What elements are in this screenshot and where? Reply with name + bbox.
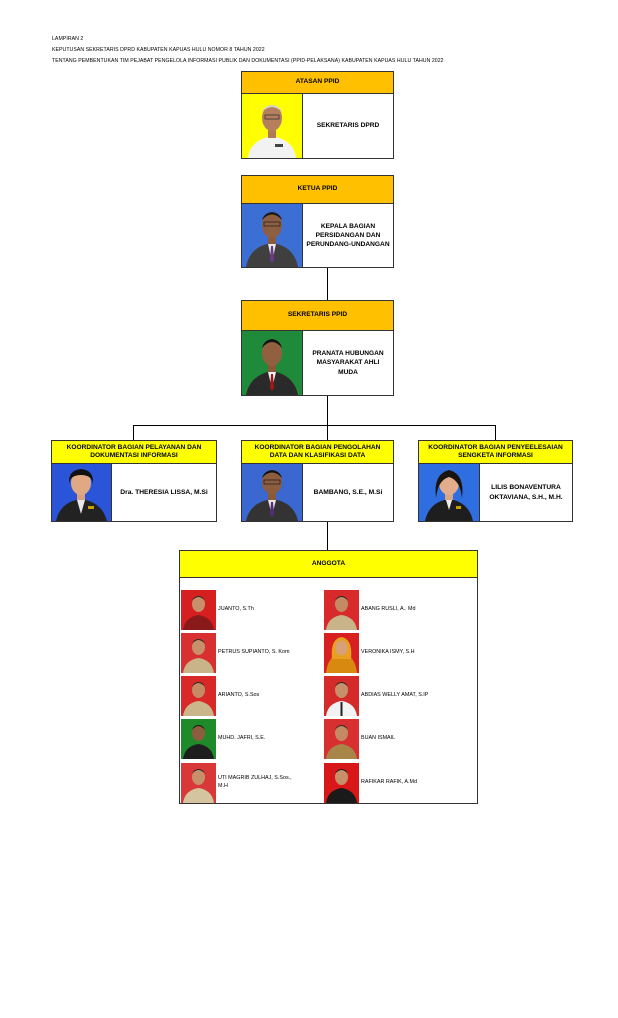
atasan-ppid-title: ATASAN PPID: [242, 72, 393, 94]
member-photo: [324, 719, 359, 759]
sekretaris-role: PRANATA HUBUNGAN MASYARAKAT AHLI MUDA: [302, 331, 393, 395]
koordinator-pengolahan-photo: [242, 464, 302, 521]
member-name: VERONIKA ISMY, S.H: [361, 649, 415, 655]
koordinator-pelayanan-name: Dra. THERESIA LISSA, M.Si: [111, 464, 216, 521]
ketua-role: KEPALA BAGIAN PERSIDANGAN DAN PERUNDANG-…: [302, 204, 393, 267]
member-name: PETRUS SUPIANTO, S. Kom: [218, 649, 290, 655]
member-photo: [181, 719, 216, 759]
member-photo: [324, 590, 359, 630]
sekretaris-ppid-title: SEKRETARIS PPID: [242, 301, 393, 331]
koordinator-sengketa-box: KOORDINATOR BAGIAN PENYEELESAIAN SENGKET…: [418, 440, 573, 522]
member-name: BUAN ISMAIL: [361, 735, 396, 741]
doc-header-subject: TENTANG PEMBENTUKAN TIM PEJABAT PENGELOL…: [52, 58, 444, 64]
atasan-ppid-box: ATASAN PPID SEKRETARIS DPRD: [241, 71, 394, 159]
koordinator-sengketa-name: LILIS BONAVENTURA OKTAVIANA, S.H., M.H.: [479, 464, 572, 521]
koordinator-pengolahan-title: KOORDINATOR BAGIAN PENGOLAHAN DATA DAN K…: [242, 441, 393, 464]
koordinator-pengolahan-name: BAMBANG, S.E., M.Si: [302, 464, 393, 521]
member-photo: [181, 633, 216, 673]
connector-horizontal: [133, 425, 496, 426]
connector-koordinator-2: [327, 425, 328, 440]
ketua-ppid-box: KETUA PPID KEPALA BAGIAN PERSIDANGAN DAN…: [241, 175, 394, 268]
connector-sekretaris-koordinator: [327, 395, 328, 425]
member-photo: [181, 676, 216, 716]
atasan-photo: [242, 94, 302, 158]
member-photo: [181, 590, 216, 630]
koordinator-pelayanan-box: KOORDINATOR BAGIAN PELAYANAN DAN DOKUMEN…: [51, 440, 217, 522]
koordinator-pengolahan-box: KOORDINATOR BAGIAN PENGOLAHAN DATA DAN K…: [241, 440, 394, 522]
connector-koordinator-1: [133, 425, 134, 440]
doc-header-attachment: LAMPIRAN 2: [52, 36, 84, 42]
connector-ketua-sekretaris: [327, 267, 328, 300]
atasan-role: SEKRETARIS DPRD: [302, 94, 393, 158]
sekretaris-photo: [242, 331, 302, 395]
koordinator-sengketa-photo: [419, 464, 479, 521]
member-name: ABDIAS WELLY AMAT, S.IP: [361, 692, 429, 698]
koordinator-pelayanan-photo: [52, 464, 111, 521]
connector-koordinator-anggota: [327, 521, 328, 550]
member-name: UTI MAGRIB ZULHAJ, S.Sos., M.H: [218, 775, 292, 789]
member-name: ARIANTO, S.Sos: [218, 692, 260, 698]
member-name: JUANTO, S.Th: [218, 606, 254, 612]
member-photo: [324, 763, 359, 803]
member-name: RAFIKAR RAFIK, A.Md: [361, 779, 418, 785]
member-photo: [181, 763, 216, 803]
ketua-ppid-title: KETUA PPID: [242, 176, 393, 204]
member-name: MUHD. JAFRI, S.E.: [218, 735, 266, 741]
anggota-title: ANGGOTA: [180, 551, 477, 578]
member-name: ABANG RUSLI, A.. Md: [361, 606, 416, 612]
ketua-photo: [242, 204, 302, 267]
member-photo: [324, 633, 359, 673]
koordinator-sengketa-title: KOORDINATOR BAGIAN PENYEELESAIAN SENGKET…: [419, 441, 572, 464]
koordinator-pelayanan-title: KOORDINATOR BAGIAN PELAYANAN DAN DOKUMEN…: [52, 441, 216, 464]
member-photo: [324, 676, 359, 716]
doc-header-decree: KEPUTUSAN SEKRETARIS DPRD KABUPATEN KAPU…: [52, 47, 265, 53]
sekretaris-ppid-box: SEKRETARIS PPID PRANATA HUBUNGAN MASYARA…: [241, 300, 394, 396]
connector-koordinator-3: [495, 425, 496, 440]
